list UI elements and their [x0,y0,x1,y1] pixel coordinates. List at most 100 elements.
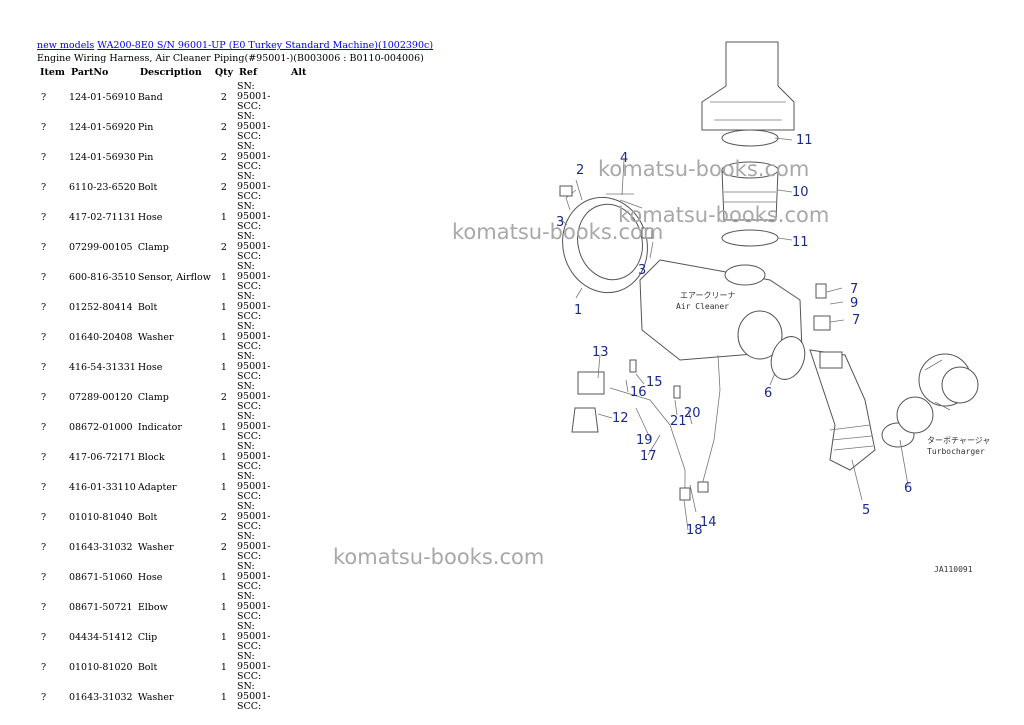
cell-item: ? [41,91,47,103]
cell-qty: 1 [220,571,227,583]
callout-13: 13 [592,345,609,360]
callout-19: 19 [636,433,653,448]
callout-10: 10 [792,185,809,200]
cell-qty: 2 [220,151,227,163]
cell-alt [288,112,309,142]
cell-desc: Bolt [137,661,158,673]
cell-desc: Bolt [137,301,158,313]
cell-alt [288,232,309,262]
cell-desc: Elbow [137,601,168,613]
cell-qty: 2 [220,181,227,193]
cell-alt [288,82,309,112]
cell-partno: 124-01-56930 [68,151,136,163]
cell-item: ? [41,451,47,463]
cell-item: ? [41,571,47,583]
callout-9: 9 [850,296,858,311]
callout-16: 16 [630,385,647,400]
callout-20: 20 [684,406,701,421]
cell-partno: 07289-00120 [68,391,133,403]
cell-item: ? [41,211,47,223]
cell-partno: 07299-00105 [68,241,133,253]
cell-ref: SN: 95001-SCC: [237,651,271,682]
cell-qty: 1 [220,691,227,703]
callout-1: 1 [574,303,582,318]
cell-qty: 1 [220,271,227,283]
breadcrumb-link-new-models[interactable]: new models [37,40,95,51]
cell-alt [288,682,309,712]
cell-desc: Clip [137,631,158,643]
cell-alt [288,172,309,202]
callout-6-right: 6 [904,481,912,496]
cell-qty: 1 [220,631,227,643]
cell-ref: SN: 95001-SCC: [237,81,271,112]
band-1 [562,189,648,294]
air-cleaner-label-jp: エアークリーナ [680,291,736,300]
header-ref: Ref [239,67,258,78]
cell-qty: 1 [220,481,227,493]
cell-item: ? [41,691,47,703]
cell-desc: Clamp [137,391,169,403]
clamp-lower [721,229,779,247]
watermark-4: komatsu-books.com [333,545,544,569]
hose-5 [809,349,876,471]
cell-item: ? [41,421,47,433]
cell-alt [288,382,309,412]
cell-qty: 2 [220,121,227,133]
hose-10 [721,161,779,221]
cell-ref: SN: 95001-SCC: [237,381,271,412]
cell-desc: Hose [137,361,163,373]
cell-item: ? [41,301,47,313]
callout-12: 12 [612,411,629,426]
cell-qty: 2 [220,241,227,253]
cell-alt [288,502,309,532]
cell-partno: 01643-31032 [68,691,133,703]
cell-item: ? [41,151,47,163]
cell-desc: Washer [137,331,174,343]
clamp-upper [721,129,779,147]
cell-item: ? [41,331,47,343]
air-cleaner-label: Air Cleaner [676,302,729,311]
cell-alt [288,412,309,442]
page-title: Engine Wiring Harness, Air Cleaner Pipin… [37,53,424,64]
cell-alt [288,592,309,622]
breadcrumb-link-model[interactable]: WA200-8E0 S/N 96001-UP (E0 Turkey Standa… [97,40,434,51]
callout-15: 15 [646,375,663,390]
cell-alt [288,292,309,322]
cell-item: ? [41,241,47,253]
cell-desc: Hose [137,571,163,583]
cell-qty: 2 [220,541,227,553]
cell-ref: SN: 95001-SCC: [237,261,271,292]
cell-desc: Band [137,91,163,103]
cell-ref: SN: 95001-SCC: [237,321,271,352]
turbo-label-jp: ターボチャージャ [927,436,990,445]
parts-diagram: エアークリーナ Air Cleaner ターボチャージャ Turbocharge… [333,41,990,574]
cell-partno: 01010-81040 [68,511,133,523]
cell-partno: 01643-31032 [68,541,133,553]
parts-table: Item PartNo Description Qty Ref Alt ?124… [37,66,309,712]
cell-qty: 1 [220,421,227,433]
cell-item: ? [41,481,47,493]
cell-partno: 416-54-31331 [68,361,136,373]
cell-alt [288,472,309,502]
cell-ref: SN: 95001-SCC: [237,531,271,562]
drawing-code: JA110091 [934,565,973,574]
callout-6-left: 6 [764,386,772,401]
header-item: Item [40,67,65,78]
cell-partno: 124-01-56920 [68,121,136,133]
callout-5: 5 [862,503,870,518]
turbo-label: Turbocharger [927,447,985,456]
callout-21: 21 [670,414,687,429]
turbocharger: ターボチャージャ Turbocharger [896,353,990,456]
cell-qty: 1 [220,661,227,673]
cell-ref: SN: 95001-SCC: [237,561,271,592]
cell-partno: 6110-23-6520 [68,181,136,193]
cell-ref: SN: 95001-SCC: [237,411,271,442]
